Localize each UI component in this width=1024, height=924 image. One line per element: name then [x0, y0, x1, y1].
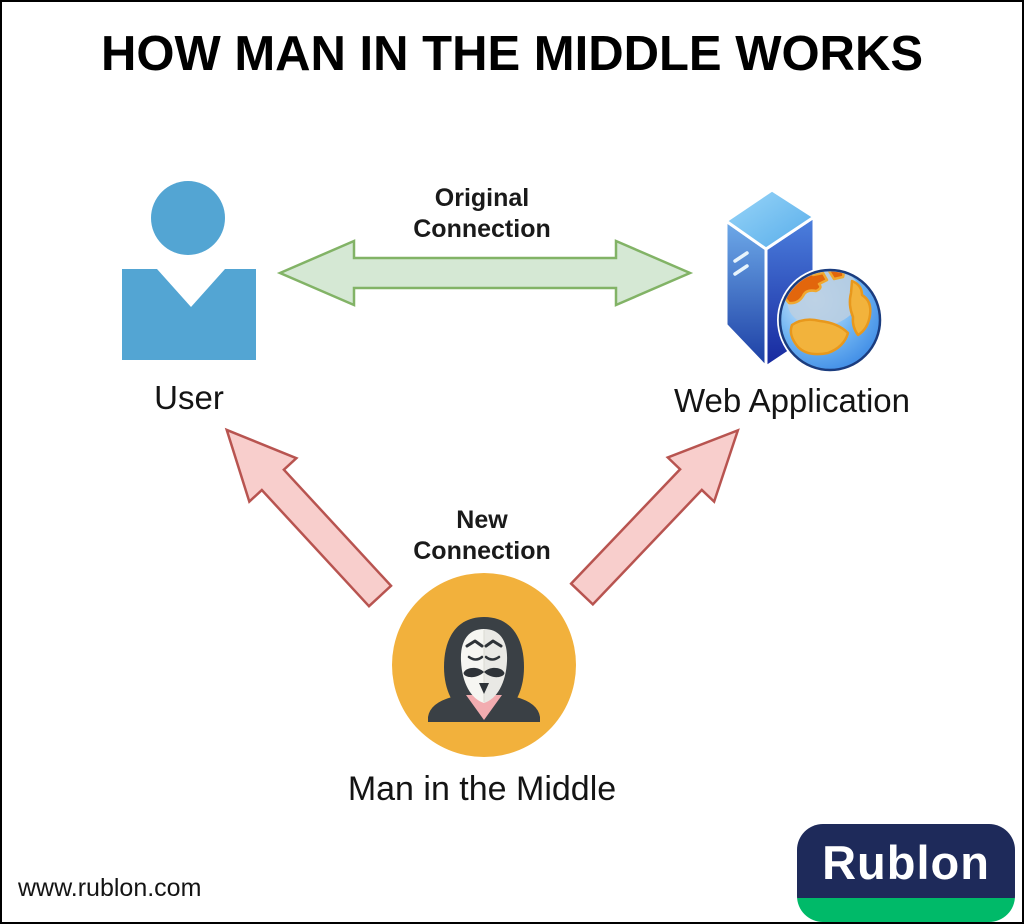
web-application-label: Web Application: [673, 382, 911, 419]
user-icon: [122, 181, 256, 360]
new-connection-arrow-to-user-icon: [224, 427, 393, 608]
website-url: www.rublon.com: [18, 874, 202, 902]
original-connection-label: Original Connection: [332, 183, 632, 245]
rublon-logo-accent-bar: [797, 898, 1015, 922]
original-connection-label-line1: Original: [434, 184, 530, 212]
original-connection-label-line2: Connection: [413, 215, 551, 243]
diagram-title: HOW MAN IN THE MIDDLE WORKS: [100, 27, 924, 81]
hacker-mask-icon: [392, 573, 576, 757]
user-label: User: [154, 379, 224, 416]
man-in-the-middle-label: Man in the Middle: [347, 770, 617, 808]
server-globe-icon: [724, 188, 883, 373]
original-connection-arrow-icon: [276, 239, 694, 307]
new-connection-label: New Connection: [332, 505, 632, 567]
new-connection-arrow-to-webapp-icon: [569, 428, 740, 607]
new-connection-label-line2: Connection: [413, 537, 551, 565]
rublon-logo: Rublon: [797, 824, 1015, 922]
new-connection-label-line1: New: [456, 506, 508, 534]
rublon-logo-text: Rublon: [797, 824, 1015, 898]
